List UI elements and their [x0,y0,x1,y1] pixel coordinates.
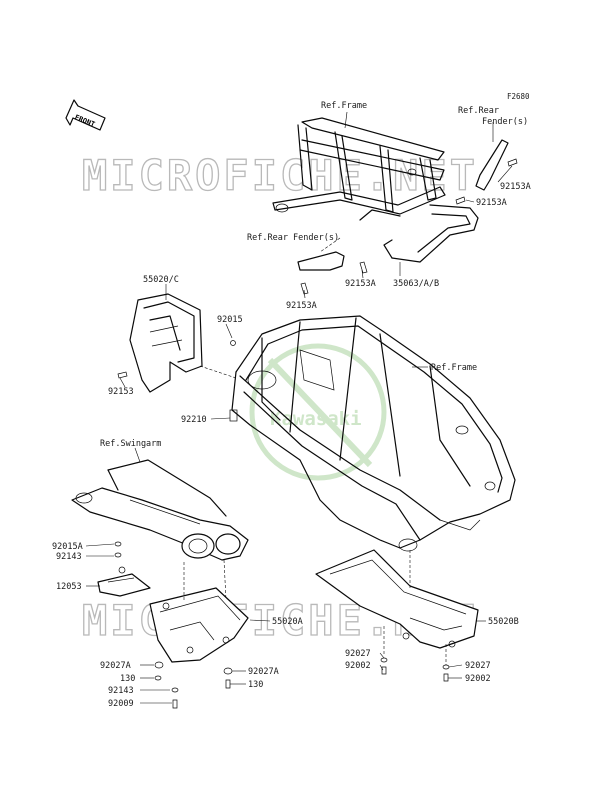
watermark-text-top: MICROFICHE.NET [82,151,478,200]
skid-plate-55020a-drawing [149,587,249,663]
bolt-icons [117,158,518,422]
label-92153: 92153 [108,387,134,397]
leader-lines [85,111,513,704]
chain-guide-drawing [97,566,151,597]
label-92009: 92009 [108,699,134,709]
rear-fender-bracket-mid-drawing [297,251,345,271]
label-92143-2: 92143 [108,686,134,696]
main-frame-drawing [231,315,516,552]
label-92153a-4: 92153A [286,301,317,311]
label-92153a-2: 92153A [476,198,507,208]
label-92027-2: 92027 [465,661,491,671]
label-92002-1: 92002 [345,661,371,671]
watermark-logo: Kawasaki [249,343,387,481]
label-92027a-1: 92027A [100,661,131,671]
label-92027-1: 92027 [345,649,371,659]
label-92002-2: 92002 [465,674,491,684]
label-92015a: 92015A [52,542,83,552]
watermark-top: MICROFICHE.NET [81,150,478,200]
swingarm-drawing [71,459,249,561]
label-12053: 12053 [56,582,82,592]
logo-ring [249,343,387,481]
logo-text: Kawasaki [270,408,362,430]
label-ref-swingarm: Ref.Swingarm [100,439,161,449]
label-55020b: 55020B [488,617,519,627]
label-35063: 35063/A/B [393,279,439,289]
label-92015: 92015 [217,315,243,325]
label-92153a-3: 92153A [345,279,376,289]
front-arrow-icon: FRONT [65,99,106,131]
label-92143-1: 92143 [56,552,82,562]
skid-plate-55020b-drawing [315,549,479,649]
subframe-top-drawing [272,117,446,221]
label-92153a-1: 92153A [500,182,531,192]
grab-bar-drawing [383,204,479,263]
label-ref-rear-fender-mid: Ref.Rear Fender(s) [247,233,339,243]
label-130-1: 130 [120,674,135,684]
label-ref-rear-fender-top-l2: Fender(s) [482,117,528,127]
rear-fender-bracket-top-drawing [475,139,509,191]
label-55020a: 55020A [272,617,303,627]
label-55020c: 55020/C [143,275,179,285]
label-92027a-2: 92027A [248,667,279,677]
label-130-2: 130 [248,680,263,690]
part-labels: Ref.Frame Ref.Rear Fender(s) 92153A 9215… [52,101,531,709]
guard-55020c-drawing [129,293,203,393]
diagram-code: F2680 [507,92,530,101]
label-ref-rear-fender-top-l1: Ref.Rear [458,106,499,116]
label-92210: 92210 [181,415,207,425]
washer-icons [114,541,450,709]
label-ref-frame-top: Ref.Frame [321,101,367,111]
label-ref-frame-mid: Ref.Frame [431,363,477,373]
